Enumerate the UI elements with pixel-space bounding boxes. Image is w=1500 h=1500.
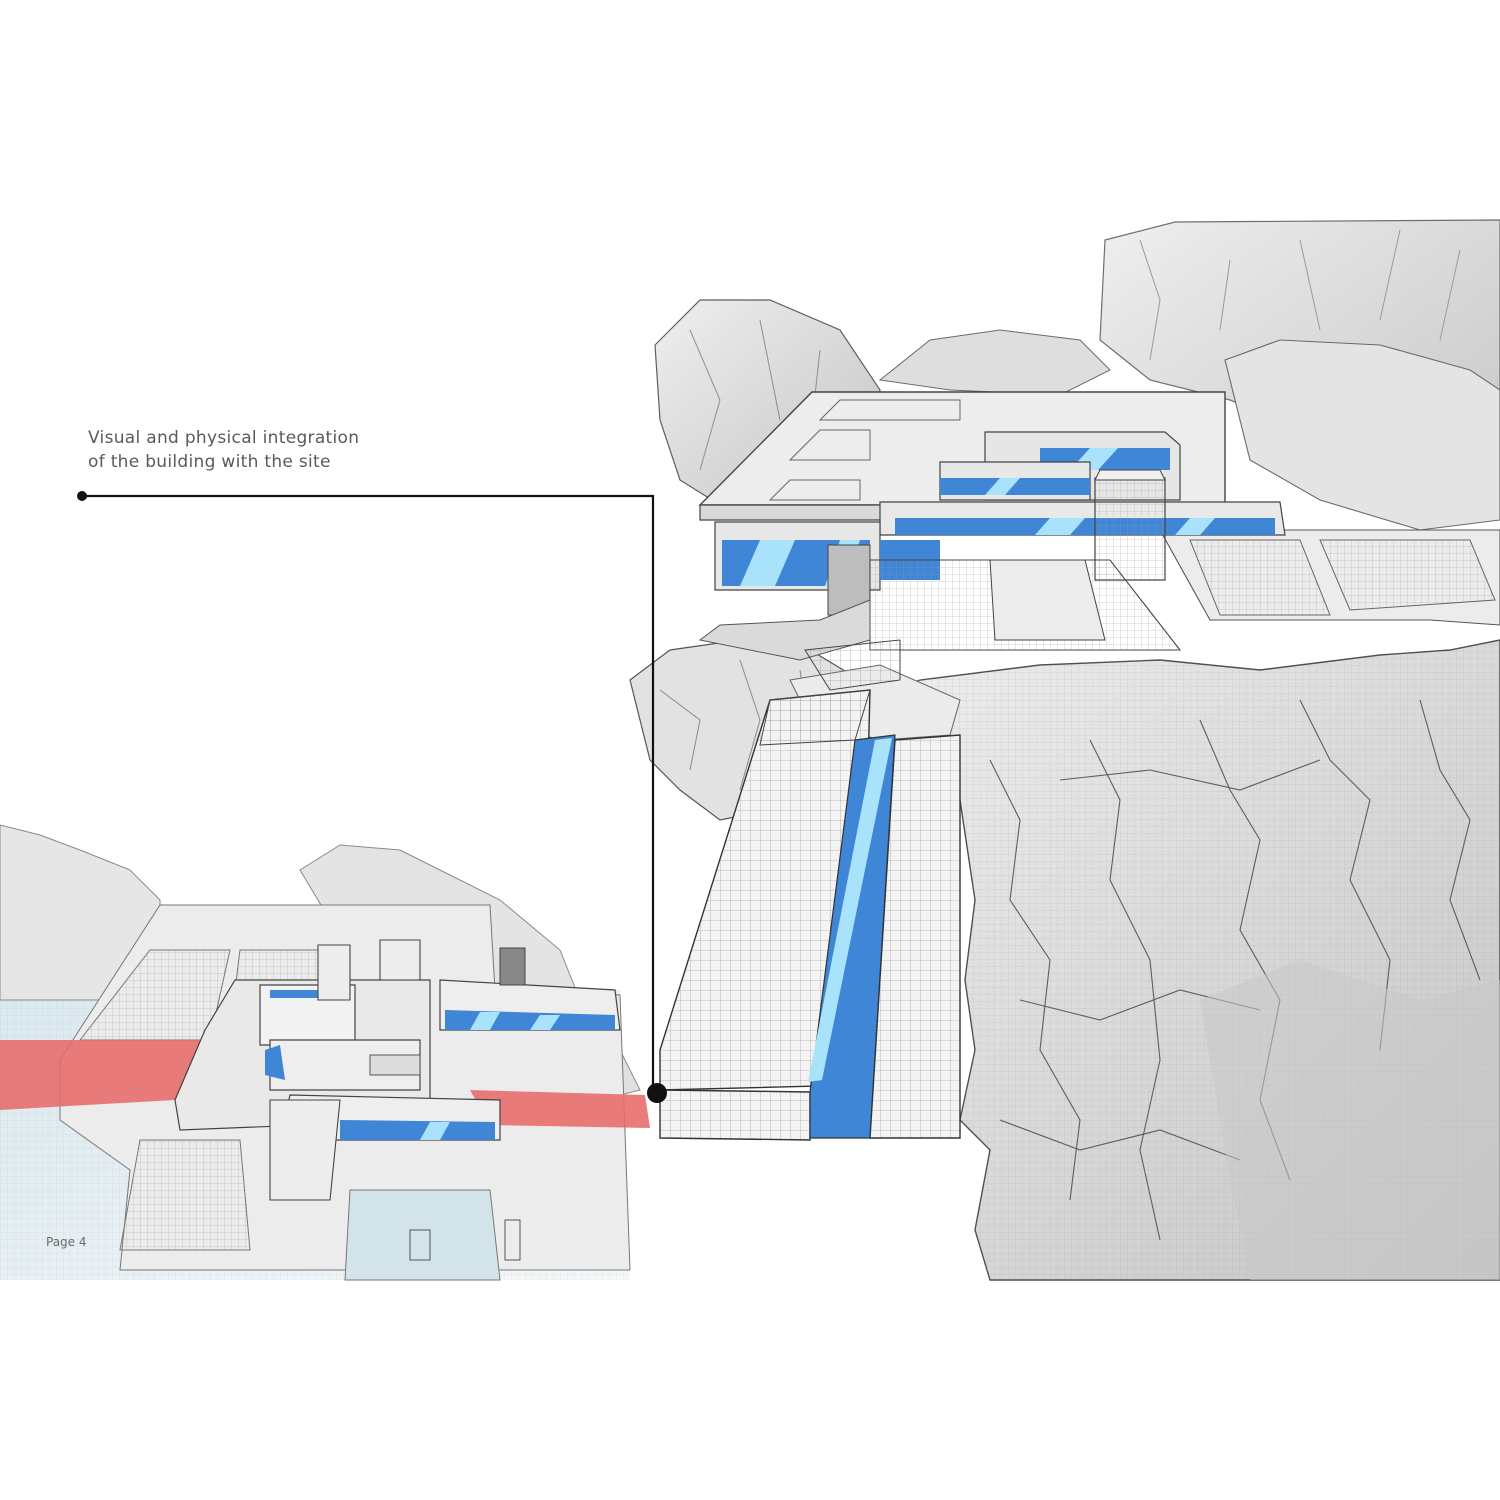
plan-building bbox=[174, 939, 621, 1201]
page-number: Page 4 bbox=[46, 1235, 87, 1249]
plateau-slab bbox=[698, 599, 871, 661]
red-route bbox=[0, 1040, 210, 1110]
cantilever-walkway bbox=[659, 639, 961, 1141]
site-plan-model bbox=[0, 824, 650, 1281]
lower-level bbox=[714, 521, 1182, 651]
background-rocks-left bbox=[0, 824, 161, 1001]
leader-end-dot bbox=[647, 1083, 667, 1103]
rock-right-boulder bbox=[1224, 339, 1500, 531]
caption-line-2: of the building with the site bbox=[88, 452, 331, 472]
caption-line-1: Visual and physical integration bbox=[88, 428, 360, 448]
callout-leader bbox=[77, 491, 667, 1103]
leader-line bbox=[82, 494, 655, 1093]
rock-mid-cluster bbox=[878, 329, 1111, 396]
cliff-model bbox=[629, 219, 1500, 1281]
callout-caption: Visual and physical integration of the b… bbox=[88, 426, 448, 474]
upper-glass-volumes bbox=[879, 431, 1286, 581]
